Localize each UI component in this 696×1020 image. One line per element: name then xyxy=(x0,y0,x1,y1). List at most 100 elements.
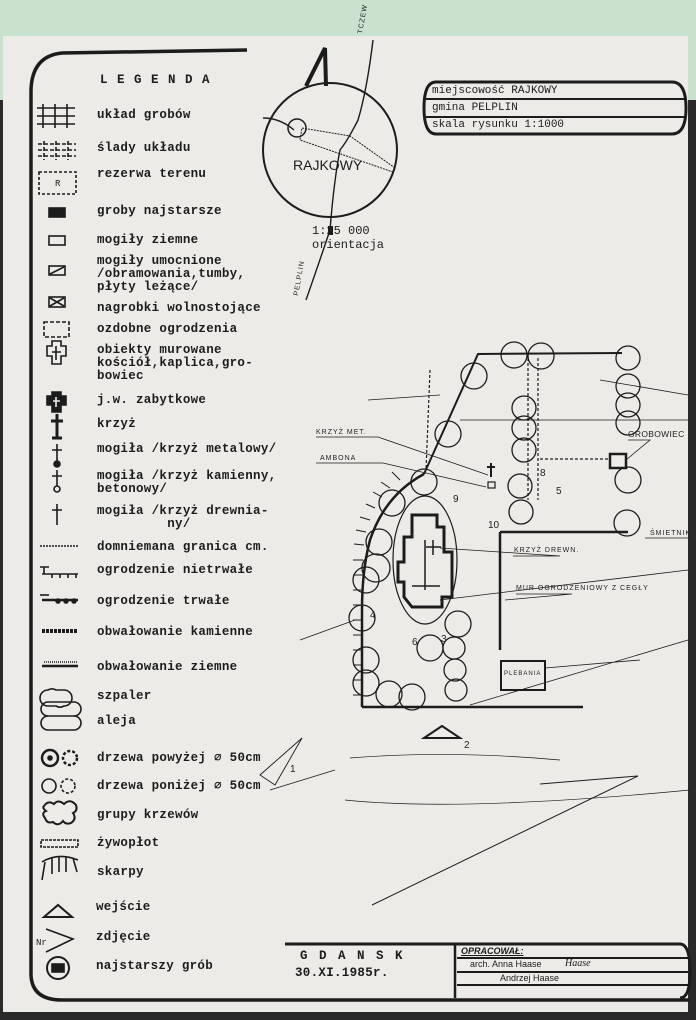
photo-1-arrow xyxy=(259,737,336,791)
legend-label: aleja xyxy=(97,714,137,728)
photo-number: 5 xyxy=(556,486,562,497)
reserve-area-icon: R xyxy=(38,171,77,195)
legend-label: mogiły ziemne xyxy=(97,233,199,247)
inset-circle xyxy=(262,82,398,218)
road-label-tczew: TCZEW xyxy=(357,4,369,35)
legend-label: mogiły umocnione /obramowania,tumby, pły… xyxy=(97,254,246,294)
long-line xyxy=(371,775,639,906)
label-krzyz-drewn: KRZYŻ DREWN. xyxy=(514,545,579,554)
legend-label: obiekty murowane kościół,kaplica,gro- bo… xyxy=(97,343,254,383)
legend-label: najstarszy grób xyxy=(96,959,214,973)
site-plan xyxy=(259,341,691,906)
slope-ticks xyxy=(353,471,401,696)
svg-text:R: R xyxy=(55,179,61,189)
slope-icon xyxy=(41,855,79,881)
label-grobowiec: GROBOWIEC xyxy=(628,429,685,439)
legend-label: rezerwa terenu xyxy=(97,167,207,181)
legend-label: krzyż xyxy=(97,417,137,431)
legend-label: wejście xyxy=(96,900,151,914)
orientation-inset xyxy=(262,39,398,301)
entrance-icon xyxy=(41,903,75,918)
metal-cross-marker xyxy=(487,463,495,477)
tree-row-icon xyxy=(39,688,73,708)
cemetery-marker xyxy=(287,118,307,138)
header-place: miejscowość RAJKOWY xyxy=(432,85,558,97)
small-tree-icon xyxy=(41,778,76,794)
label-mur: MUR OGRODZENIOWY Z CEGŁY xyxy=(516,585,649,592)
legend-label: mogiła /krzyż drewnia- ny/ xyxy=(97,504,269,531)
legend-label: ogrodzenie trwałe xyxy=(97,594,230,608)
legend-label: drzewa powyżej ∅ 50cm xyxy=(97,751,261,765)
header-commune: gmina PELPLIN xyxy=(432,102,518,114)
legend-label: grupy krzewów xyxy=(97,808,199,822)
photo-number: 9 xyxy=(453,494,459,505)
header-box xyxy=(422,80,688,136)
legend-label: domniemana granica cm. xyxy=(97,540,269,554)
legend-label: groby najstarsze xyxy=(97,204,222,218)
legend-label: ślady układu xyxy=(97,141,191,155)
boundary-dashed xyxy=(425,358,610,500)
legend-label: ogrodzenie nietrwałe xyxy=(97,563,254,577)
photo-number: 2 xyxy=(464,740,470,751)
photo-number: 4 xyxy=(370,610,376,621)
legend-label: szpaler xyxy=(97,689,152,703)
legend-label: j.w. zabytkowe xyxy=(97,393,207,407)
stone-cross-grave-icon xyxy=(52,470,62,493)
legend-label: ozdobne ogrodzenia xyxy=(97,322,238,336)
photo-number: 8 xyxy=(540,468,546,479)
church-crosses xyxy=(412,540,441,590)
header-scale: skala rysunku 1:1000 xyxy=(432,119,565,131)
svg-text:Nr: Nr xyxy=(36,938,47,948)
wooden-cross-grave-icon xyxy=(52,504,62,525)
grave-grid-icon xyxy=(37,104,75,128)
north-arrow-icon xyxy=(304,47,328,87)
oldest-grave-icon xyxy=(46,956,70,980)
hedge-icon xyxy=(40,839,79,848)
legend-frame xyxy=(29,48,690,1002)
legend-label: żywopłot xyxy=(97,836,160,850)
earth-embankment-icon xyxy=(42,661,78,668)
footer-author-1: arch. Anna Haase xyxy=(470,959,542,969)
permanent-fence-icon xyxy=(40,594,78,604)
label-plebania: PLEBANIA xyxy=(504,671,541,677)
footer-city: G D A N S K xyxy=(300,949,405,963)
earth-grave-icon xyxy=(48,235,66,246)
road-label-pelplin: PELPLIN xyxy=(293,260,306,296)
large-tree-icon xyxy=(40,748,79,768)
cross-icon xyxy=(51,414,63,440)
plebania-building xyxy=(500,660,546,691)
label-smietnik: ŚMIETNIK xyxy=(650,528,691,537)
inset-road xyxy=(305,39,374,301)
footer-date: 30.XI.1985r. xyxy=(295,966,389,980)
reinforced-grave-icon xyxy=(48,265,66,276)
footer-author-2: Andrzej Haase xyxy=(500,973,560,983)
photo-number: 10 xyxy=(488,520,500,531)
inner-wall xyxy=(362,530,628,709)
avenue-icon xyxy=(40,701,82,731)
label-krzyz-met: KRZYŻ MET. xyxy=(316,427,367,436)
legend-label: układ grobów xyxy=(97,108,191,122)
footer-box xyxy=(285,942,692,1000)
temporary-fence-icon xyxy=(40,566,78,578)
legend-label: obwałowanie kamienne xyxy=(97,625,254,639)
scan-border-left xyxy=(0,100,3,1020)
tomb-grobowiec xyxy=(608,452,628,470)
freestanding-tombstone-icon xyxy=(48,296,66,308)
paper-sheet xyxy=(3,36,688,1012)
label-ambona: AMBONA xyxy=(320,455,356,462)
inset-caption: orientacja xyxy=(312,238,385,252)
inset-scale: 1:25 000 xyxy=(312,224,370,238)
village-area xyxy=(299,127,396,173)
photo-number: 6 xyxy=(412,637,418,648)
entrance-marker xyxy=(420,724,464,739)
oldest-graves-icon xyxy=(48,207,66,218)
scan-border-bottom xyxy=(0,1012,696,1020)
scan-border-right xyxy=(688,100,696,1020)
legend-label: mogiła /krzyż metalowy/ xyxy=(97,442,277,456)
legend-label: nagrobki wolnostojące xyxy=(97,301,261,315)
permanent-fence xyxy=(423,352,623,475)
legend-label: mogiła /krzyż kamienny, betonowy/ xyxy=(97,469,277,496)
legend-label: obwałowanie ziemne xyxy=(97,660,238,674)
metal-cross-grave-icon xyxy=(52,444,62,468)
